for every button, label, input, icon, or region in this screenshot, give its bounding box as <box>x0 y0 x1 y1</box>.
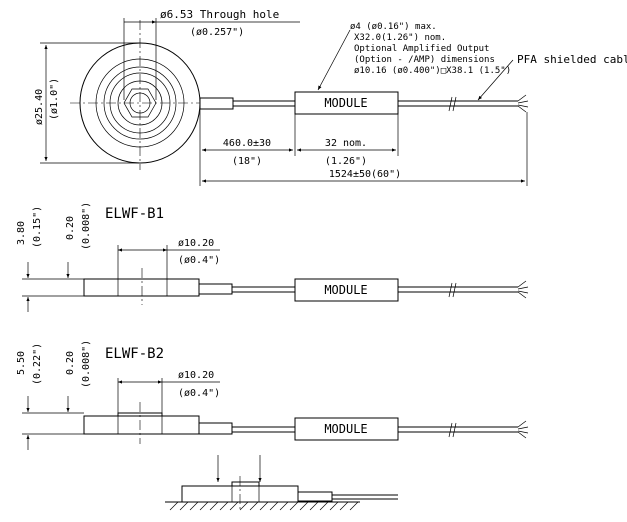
dim-module: 32 nom. <box>325 138 367 149</box>
b1-height-inch: (0.15") <box>32 206 43 248</box>
amp-note-4: (Option - /AMP) dimensions <box>354 55 495 65</box>
b2-button-dia-text: ø10.20 <box>178 370 214 381</box>
b2-button-dia: ø10.20 (ø0.4") <box>117 370 220 413</box>
cable-label: PFA shielded cable <box>517 53 627 66</box>
strain-relief <box>199 97 234 110</box>
amplified-output-notes: ø4 (ø0.16") max. X32.0(1.26") nom. Optio… <box>317 22 511 91</box>
model-b2-side-view: ELWF-B2 5.50 (0.22") 0.20 (0.008") ø10.2… <box>16 340 529 450</box>
load-cell-top-view <box>70 20 205 170</box>
model-b1-side-view: ELWF-B1 3.80 (0.15") 0.20 (0.008") ø10.2… <box>16 202 529 312</box>
module-box <box>294 91 399 115</box>
dim-lead-inch: (18") <box>232 156 262 167</box>
b1-module-box <box>294 278 399 302</box>
b2-module-label: MODULE <box>324 422 367 436</box>
model-b1-title: ELWF-B1 <box>105 206 164 222</box>
b1-button-dia-inch: (ø0.4") <box>178 255 220 266</box>
top-cable-assembly: MODULE <box>199 91 529 115</box>
amp-note-1: ø4 (ø0.16") max. <box>350 22 437 32</box>
module-label: MODULE <box>324 96 367 110</box>
b1-body <box>83 278 200 297</box>
dim-total: 1524±50(60") <box>329 169 401 180</box>
b1-height-dims: 3.80 (0.15") 0.20 (0.008") <box>16 202 92 312</box>
dim-lead: 460.0±30 <box>223 138 271 149</box>
b1-height: 3.80 <box>16 221 27 245</box>
through-hole-inch: (ø0.257") <box>190 27 244 38</box>
amp-note-3: Optional Amplified Output <box>354 44 489 54</box>
b1-strain-relief <box>198 283 233 295</box>
dim-module-inch: (1.26") <box>325 156 367 167</box>
b2-height-dims: 5.50 (0.22") 0.20 (0.008") <box>16 340 92 450</box>
amp-note-2: X32.0(1.26") nom. <box>354 33 446 43</box>
b1-button: 0.20 <box>65 216 76 240</box>
load-plate <box>231 481 260 487</box>
b2-strain-relief <box>198 422 233 435</box>
b2-button: 0.20 <box>65 351 76 375</box>
through-hole-text: ø6.53 Through hole <box>160 8 279 21</box>
outer-dia-inch: (ø1.0") <box>49 78 60 120</box>
b2-body <box>83 415 200 435</box>
model-b2-title: ELWF-B2 <box>105 346 164 362</box>
through-hole-callout: ø6.53 Through hole (ø0.257") <box>123 8 300 100</box>
cable-callout: PFA shielded cable <box>477 53 627 101</box>
b2-height: 5.50 <box>16 351 27 375</box>
wire-ends <box>517 94 529 113</box>
outer-dia-text: ø25.40 <box>34 89 45 125</box>
mounted-strain-relief <box>297 491 333 502</box>
length-dimensions: 460.0±30 (18") 32 nom. (1.26") 1524±50(6… <box>199 109 528 186</box>
b2-button-inch: (0.008") <box>81 340 92 388</box>
outer-dia-dimension: ø25.40 (ø1.0") <box>34 42 140 164</box>
amp-note-5: ø10.16 (ø0.400")□X38.1 (1.5") <box>354 66 511 76</box>
ground-hatch <box>169 501 359 511</box>
b2-height-inch: (0.22") <box>32 343 43 385</box>
b1-module-label: MODULE <box>324 283 367 297</box>
b1-button-dia-text: ø10.20 <box>178 238 214 249</box>
b1-button-inch: (0.008") <box>81 202 92 250</box>
mounting-detail <box>165 455 398 511</box>
b2-button-dia-inch: (ø0.4") <box>178 388 220 399</box>
top-view: ø6.53 Through hole (ø0.257") ø25.40 (ø1.… <box>34 8 627 186</box>
b2-module-box <box>294 417 399 441</box>
cable-break-1 <box>448 96 457 112</box>
ring-3 <box>103 66 177 140</box>
